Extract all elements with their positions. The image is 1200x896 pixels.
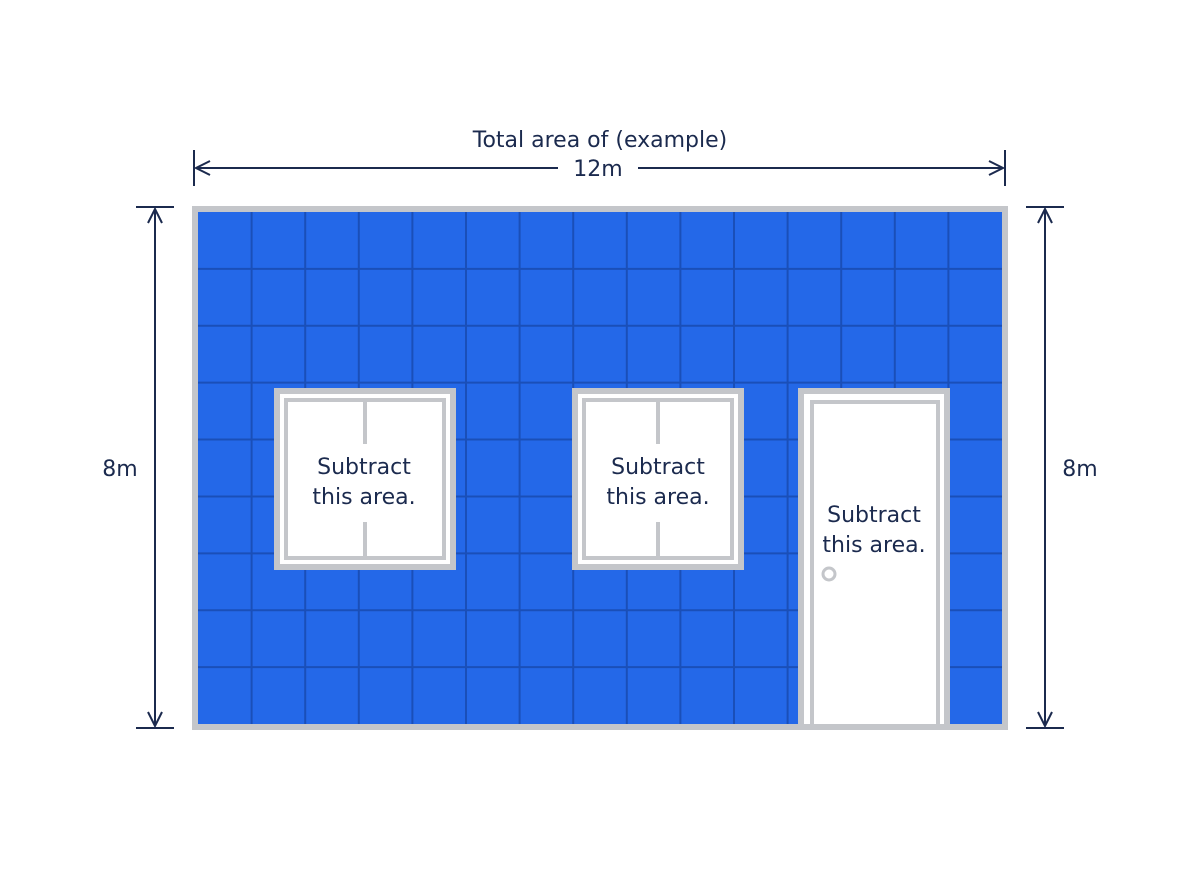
window-pane-border bbox=[582, 398, 734, 560]
window-opening-2: Subtract this area. bbox=[572, 388, 744, 570]
door-label-line1: Subtract bbox=[827, 503, 921, 528]
window-1-label-line2: this area. bbox=[312, 485, 415, 510]
window-2-label-line2: this area. bbox=[606, 485, 709, 510]
total-area-title: Total area of (example) bbox=[472, 128, 727, 153]
door-panel-border bbox=[810, 400, 940, 726]
right-height-dimension: 8m bbox=[1026, 206, 1098, 729]
right-height-label: 8m bbox=[1062, 457, 1097, 482]
window-1-label-line1: Subtract bbox=[317, 455, 411, 480]
window-2-label-line1: Subtract bbox=[611, 455, 705, 480]
width-label: 12m bbox=[573, 157, 622, 182]
door-inner-area bbox=[804, 394, 944, 724]
door-opening: Subtract this area. bbox=[798, 388, 950, 730]
width-dimension: Total area of (example) 12m bbox=[193, 128, 1006, 186]
left-height-dimension: 8m bbox=[102, 206, 174, 729]
window-pane-border bbox=[284, 398, 446, 560]
door-label-line2: this area. bbox=[822, 533, 925, 558]
left-height-label: 8m bbox=[102, 457, 137, 482]
doorknob-icon bbox=[821, 566, 837, 582]
window-opening-1: Subtract this area. bbox=[274, 388, 456, 570]
